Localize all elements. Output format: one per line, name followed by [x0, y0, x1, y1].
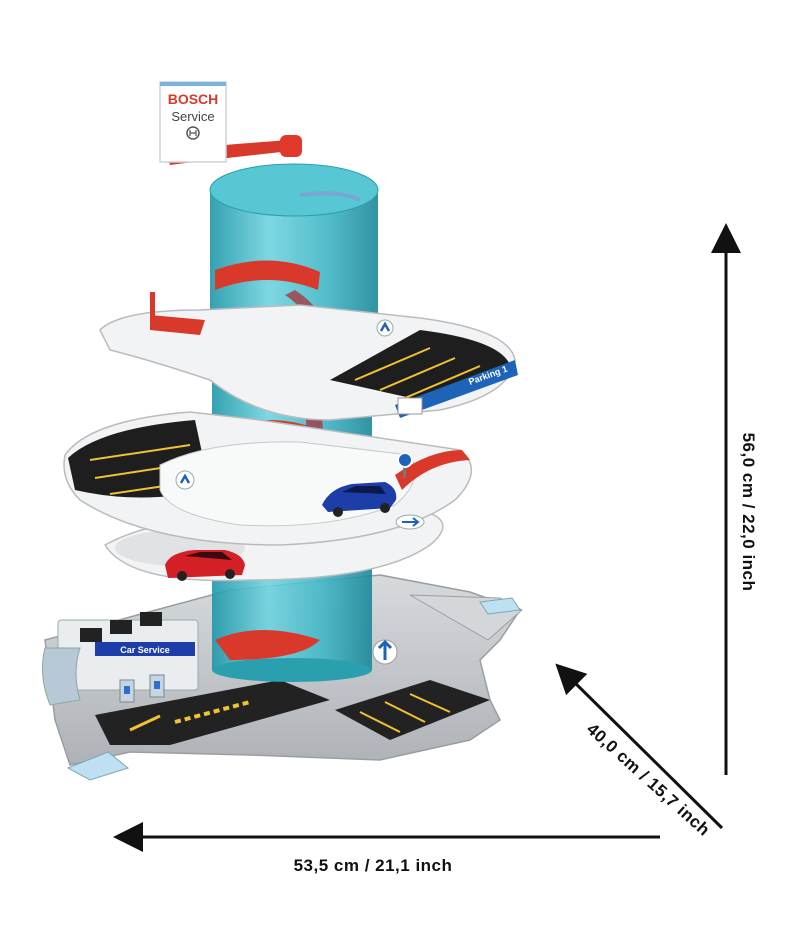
width-dimension-label: 53,5 cm / 21,1 inch: [293, 856, 453, 875]
car-service-sign: Car Service: [120, 645, 170, 655]
depth-arrow: [555, 663, 724, 830]
bosch-brand-text: BOSCH: [168, 91, 219, 107]
direction-arrow-icon: [179, 473, 191, 484]
bosch-service-text: Service: [171, 109, 214, 124]
direction-arrow-icon: [402, 517, 420, 527]
direction-arrow-icon: [377, 639, 393, 660]
car-service-building: Car Service: [41, 612, 199, 706]
middle-deck: [63, 411, 473, 546]
bosch-service-sign: BOSCH Service: [159, 81, 227, 163]
direction-arrow-icon: [379, 321, 391, 332]
upper-deck: Parking 1: [99, 292, 518, 421]
base-parking-lot: [335, 680, 490, 740]
red-toy-car: [165, 550, 245, 581]
base-road: [95, 680, 330, 745]
height-dimension-label: 56,0 cm / 22,0 inch: [739, 432, 758, 592]
bosch-logo-icon: [186, 126, 200, 140]
blue-toy-car: [322, 482, 397, 517]
